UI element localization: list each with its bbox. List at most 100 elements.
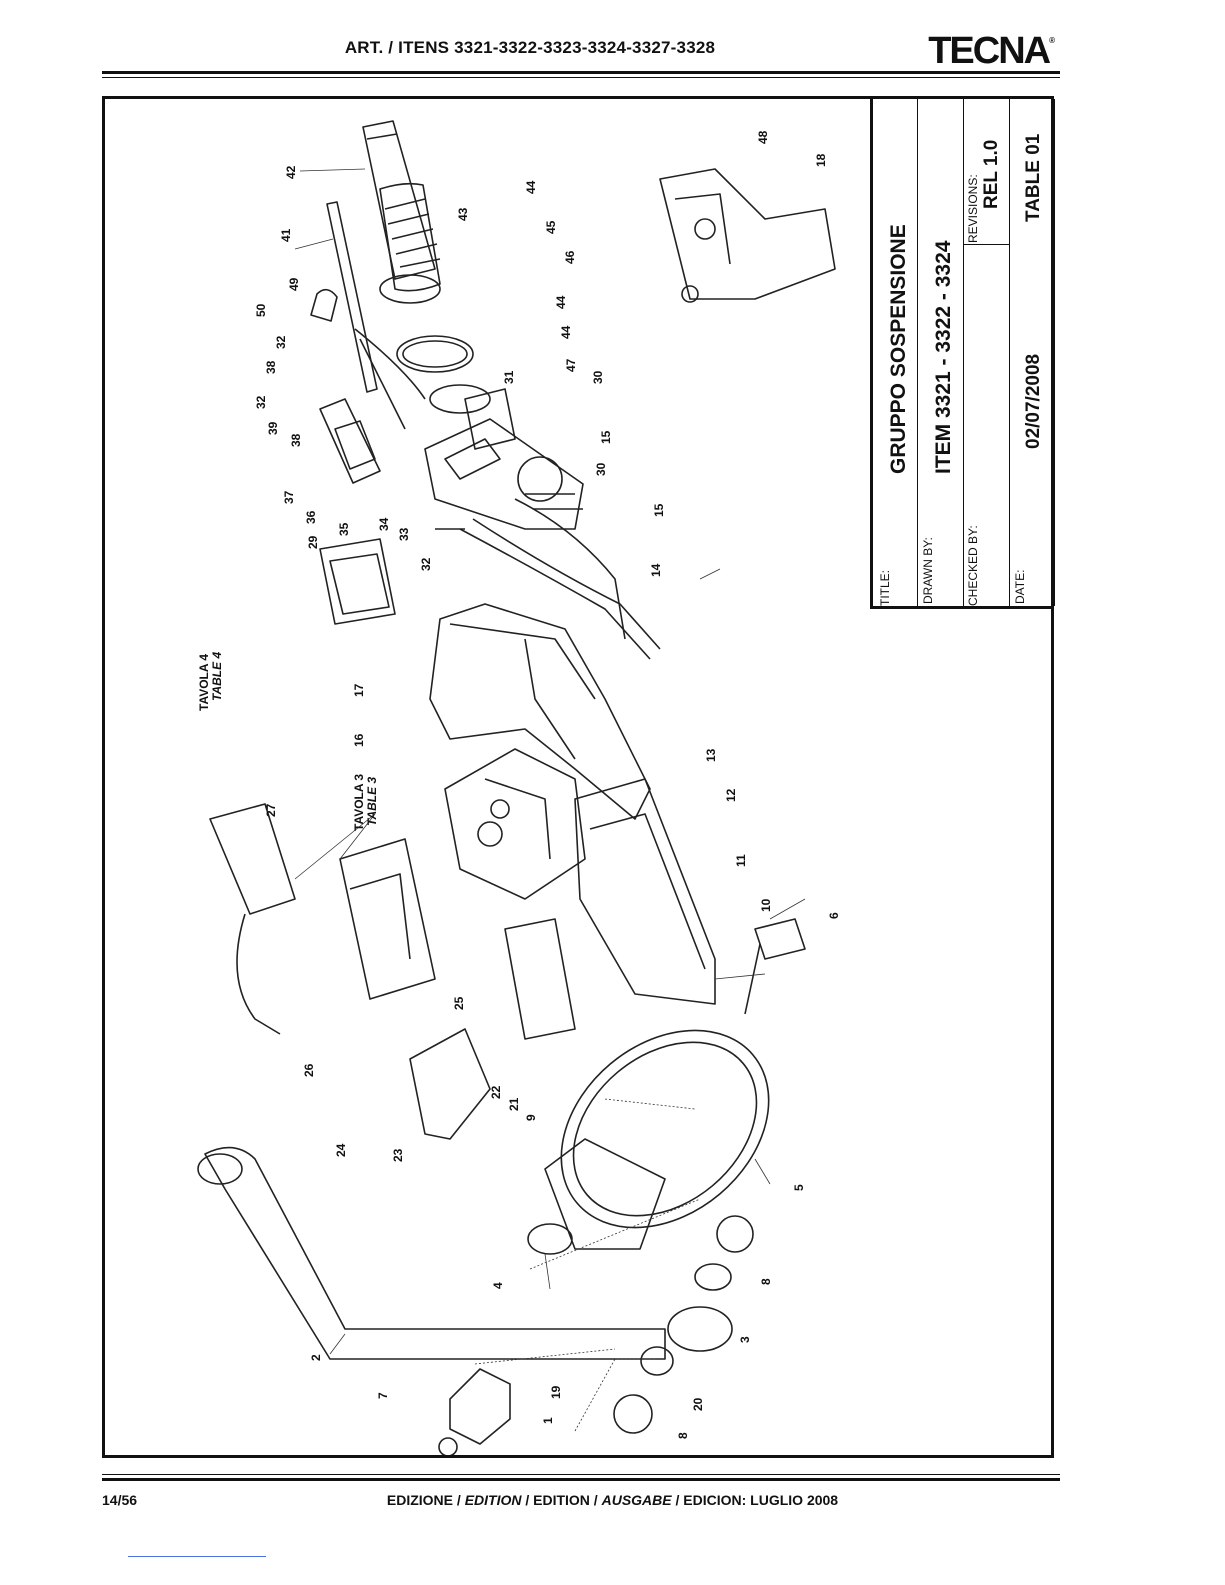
callout-numbers: 42 41 43 44 45 46 49 50 44 44 47 31 32 3… xyxy=(254,130,841,1439)
cover-part-23 xyxy=(409,1028,491,1140)
edition-italic: EDITION xyxy=(464,1492,522,1508)
callout-label: 15 xyxy=(652,503,666,517)
ring-part-5 xyxy=(560,1029,770,1229)
callout-label: 15 xyxy=(599,430,613,444)
callout-label: 4 xyxy=(491,1282,505,1289)
callout-label: 33 xyxy=(397,527,411,541)
edition-prefix: EDIZIONE / xyxy=(386,1492,465,1508)
header-rule-thick xyxy=(102,71,1060,74)
callout-label: 38 xyxy=(264,360,278,374)
title-block-title-col: TITLE: GRUPPO SOSPENSIONE xyxy=(873,99,918,606)
callout-label: 31 xyxy=(502,370,516,384)
callout-label: 43 xyxy=(456,207,470,221)
callout-label: 41 xyxy=(279,228,293,242)
callout-label: 50 xyxy=(254,303,268,317)
callout-label: 24 xyxy=(334,1143,348,1157)
edition-suffix: / EDICION: LUGLIO 2008 xyxy=(671,1492,839,1508)
drawn-by-value: ITEM 3321 - 3322 - 3324 xyxy=(932,240,955,474)
callout-label: 46 xyxy=(563,250,577,264)
title-block-drawn-col: DRAWN BY: ITEM 3321 - 3322 - 3324 xyxy=(917,99,964,606)
callout-label: 11 xyxy=(734,854,748,867)
callout-label: 37 xyxy=(282,490,296,504)
board-part-25 xyxy=(504,918,576,1040)
nut-part-1 xyxy=(449,1368,511,1445)
clamp-part-31 xyxy=(396,335,474,373)
exploded-parts-drawing: TAVOLA 4 TABLE 4 TAVOLA 3 TABLE 3 42 41 … xyxy=(197,120,841,1455)
footer-rule-thin xyxy=(102,1474,1060,1475)
table-references: TAVOLA 4 TABLE 4 TAVOLA 3 TABLE 3 xyxy=(197,652,379,831)
callout-label: 42 xyxy=(284,165,298,179)
callout-label: 18 xyxy=(814,153,828,167)
page-number: 14/56 xyxy=(102,1492,138,1508)
ausgabe-italic: AUSGABE xyxy=(601,1492,672,1508)
handle-grip xyxy=(209,803,296,915)
callout-label: 3 xyxy=(738,1336,752,1343)
callout-label: 16 xyxy=(352,733,366,747)
bearing-part-8-top xyxy=(716,1215,754,1253)
dashed-leaders xyxy=(474,1098,701,1432)
drawn-by-label: DRAWN BY: xyxy=(921,537,935,604)
revisions-value: REL 1.0 xyxy=(981,139,1002,209)
table-number: TABLE 01 xyxy=(1023,133,1044,222)
callout-label: 20 xyxy=(691,1397,705,1411)
callout-label: 14 xyxy=(649,563,663,577)
callout-label: 1 xyxy=(541,1417,555,1424)
callout-label: 17 xyxy=(352,683,366,697)
title-block-checked-col: CHECKED BY: REVISIONS: REL 1.0 xyxy=(963,99,1010,606)
callout-label: 9 xyxy=(524,1114,538,1121)
ref-table-3: TABLE 3 xyxy=(365,777,379,826)
title-value: GRUPPO SOSPENSIONE xyxy=(887,224,910,474)
document-title: ART. / ITENS 3321-3322-3323-3324-3327-33… xyxy=(344,38,716,57)
revisions-label: REVISIONS: xyxy=(966,174,980,243)
ref-table-4: TABLE 4 xyxy=(210,652,224,701)
callout-label: 38 xyxy=(289,433,303,447)
callout-label: 32 xyxy=(419,557,433,571)
edition-middle: / EDITION / xyxy=(521,1492,602,1508)
logo-text: TECNA xyxy=(928,30,1051,72)
registered-mark: ® xyxy=(1049,36,1055,45)
callout-label: 10 xyxy=(759,898,773,912)
callout-label: 44 xyxy=(524,180,538,194)
spacer-part-3 xyxy=(694,1263,732,1291)
drawing-linework xyxy=(197,120,836,1455)
date-value: 02/07/2008 xyxy=(1023,353,1044,449)
bearing-part-8-bottom xyxy=(613,1394,653,1434)
callout-label: 5 xyxy=(792,1184,806,1191)
checked-by-label: CHECKED BY: xyxy=(966,525,980,606)
cover-part-35 xyxy=(319,398,381,484)
callout-label: 48 xyxy=(756,130,770,144)
rod-part-6 xyxy=(754,918,806,960)
callout-label: 45 xyxy=(544,220,558,234)
base-part-4 xyxy=(544,1138,666,1250)
leader-lines xyxy=(294,168,806,1355)
ref-tavola-4: TAVOLA 4 xyxy=(197,654,211,711)
callout-label: 21 xyxy=(507,1097,521,1111)
ref-tavola-3: TAVOLA 3 xyxy=(352,774,366,831)
callout-label: 30 xyxy=(591,370,605,384)
callout-label: 8 xyxy=(676,1432,690,1439)
callout-label: 32 xyxy=(274,335,288,349)
bracket-part-29 xyxy=(319,538,396,625)
callout-label: 44 xyxy=(559,325,573,339)
hose-part-42 xyxy=(362,120,441,304)
callout-label: 25 xyxy=(452,996,466,1010)
callout-label: 22 xyxy=(489,1085,503,1099)
callout-label: 30 xyxy=(594,462,608,476)
date-label: DATE: xyxy=(1013,569,1027,604)
callout-label: 35 xyxy=(337,522,351,536)
callout-label: 7 xyxy=(376,1392,390,1399)
header-rule-thin xyxy=(102,77,1060,78)
title-label: TITLE: xyxy=(878,569,892,606)
edition-line: EDIZIONE / EDITION / EDITION / AUSGABE /… xyxy=(0,1492,1225,1508)
nut-part-7 xyxy=(438,1437,458,1455)
callout-label: 23 xyxy=(391,1148,405,1162)
callout-label: 36 xyxy=(304,510,318,524)
footer-rule-thick xyxy=(102,1478,1060,1481)
callout-label: 27 xyxy=(264,803,278,817)
callout-label: 49 xyxy=(287,277,301,291)
callout-label: 32 xyxy=(254,395,268,409)
callout-label: 6 xyxy=(827,912,841,919)
bushing-part-20 xyxy=(640,1346,674,1376)
clip-part-49 xyxy=(310,288,338,322)
callout-label: 8 xyxy=(759,1278,773,1285)
